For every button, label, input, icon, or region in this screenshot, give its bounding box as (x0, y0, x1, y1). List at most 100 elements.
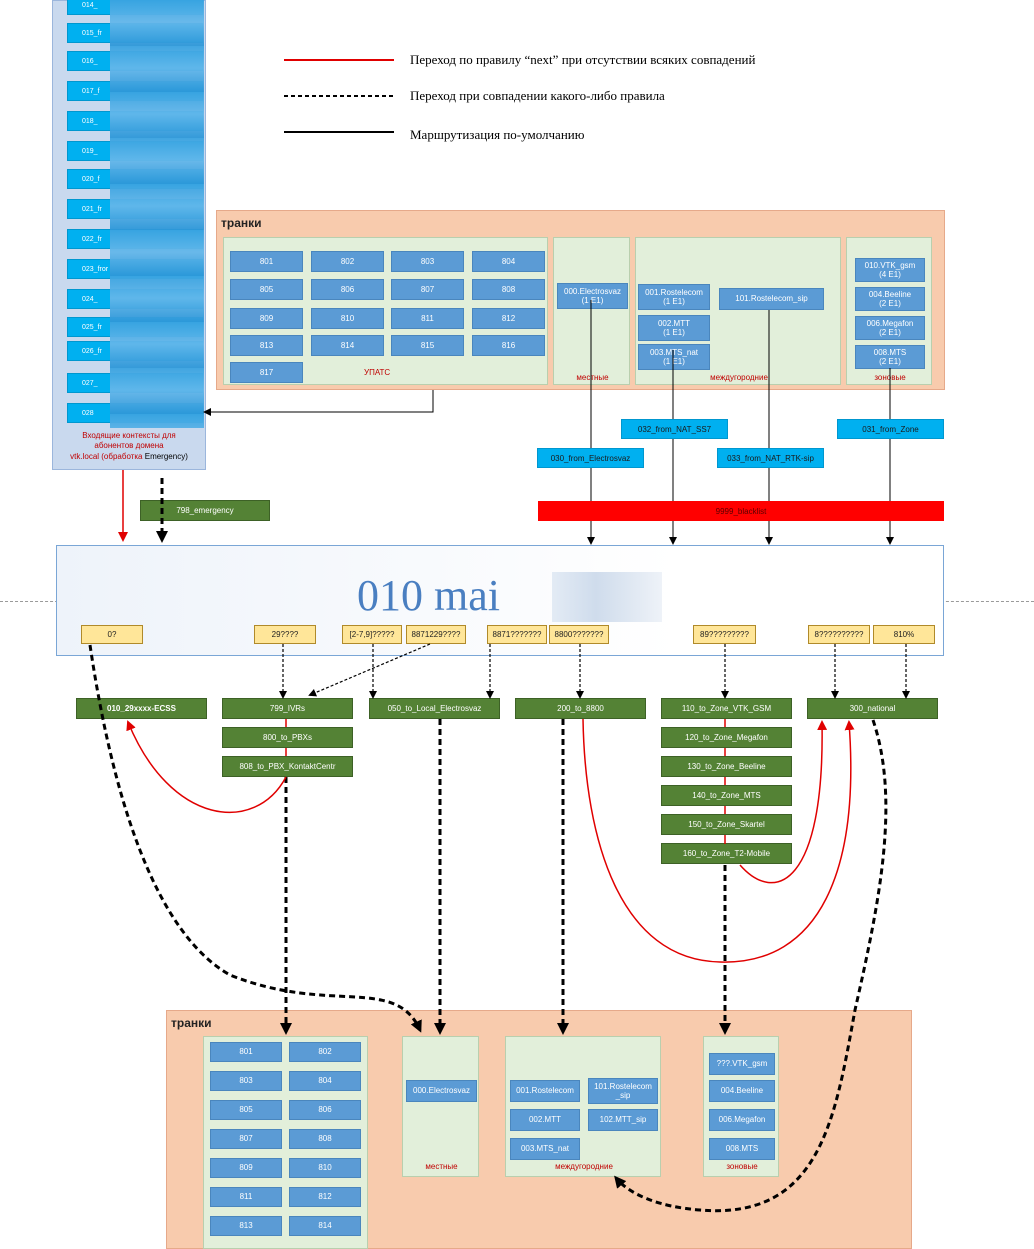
trunk-upats-810[interactable]: 810 (311, 308, 384, 329)
legend-default-label: Маршрутизация по-умолчанию (410, 127, 585, 142)
dialplan-pattern[interactable]: 89????????? (693, 625, 756, 644)
bottom-intercity-group: 001.Rostelecom 101.Rostelecom_sip 002.MT… (505, 1036, 661, 1177)
trunk-upats-807[interactable]: 807 (391, 279, 464, 300)
bottom-intercity-caption: междугородние (555, 1162, 613, 1171)
trunk-001-rostelecom[interactable]: 001.Rostelecom(1 E1) (638, 284, 710, 310)
top-upats-group: 801 802 803 804 805 806 807 808 809 810 811 812 813 8… (223, 237, 548, 385)
trunk-upats-bottom-805[interactable]: 805 (210, 1100, 282, 1120)
trunk-upats-815[interactable]: 815 (391, 335, 464, 356)
incoming-contexts-caption: Входящие контексты для абонентов домена … (70, 431, 188, 461)
route-799-ivrs[interactable]: 799_IVRs (222, 698, 353, 719)
trunk-upats-bottom-813[interactable]: 813 (210, 1216, 282, 1236)
dialplan-pattern[interactable]: 8871229???? (406, 625, 466, 644)
dialplan-pattern[interactable]: [2-7,9]????? (342, 625, 402, 644)
main-context-box: 010 mai 0? 29???? [2-7,9]?????8871229???? 8… (56, 545, 944, 656)
trunk-upats-bottom-809[interactable]: 809 (210, 1158, 282, 1178)
trunk-010-vtk-gsm[interactable]: 010.VTK_gsm(4 E1) (855, 258, 925, 282)
trunk-upats-bottom-810[interactable]: 810 (289, 1158, 361, 1178)
route-808-to-pbx-kontaktcentr[interactable]: 808_to_PBX_KontaktCentr (222, 756, 353, 777)
route-010-29xxxx-ecss[interactable]: 010_29xxxx-ECSS (76, 698, 207, 719)
top-local-caption: местные (576, 373, 609, 382)
trunk-102-mtt-sip-bottom[interactable]: 102.MTT_sip (588, 1109, 658, 1131)
dialplan-pattern[interactable]: 8?????????? (808, 625, 870, 644)
trunk-006-megafon-bottom[interactable]: 006.Megafon (709, 1109, 775, 1131)
trunk-upats-bottom-806[interactable]: 806 (289, 1100, 361, 1120)
context-032-from-nat-ss7[interactable]: 032_from_NAT_SS7 (621, 419, 728, 439)
route-zone[interactable]: 150_to_Zone_Skartel (661, 814, 792, 835)
trunk-upats-814[interactable]: 814 (311, 335, 384, 356)
trunk-upats-bottom-807[interactable]: 807 (210, 1129, 282, 1149)
route-zone[interactable]: 130_to_Zone_Beeline (661, 756, 792, 777)
trunk-002-mtt-bottom[interactable]: 002.MTT (510, 1109, 580, 1131)
bottom-zone-group: ???.VTK_gsm 004.Beeline 006.Megafon 008.… (703, 1036, 779, 1177)
route-zone[interactable]: 110_to_Zone_VTK_GSM (661, 698, 792, 719)
trunk-upats-801[interactable]: 801 (230, 251, 303, 272)
trunk-upats-812[interactable]: 812 (472, 308, 545, 329)
route-800-to-pbxs[interactable]: 800_to_PBXs (222, 727, 353, 748)
dialplan-pattern[interactable]: 29???? (254, 625, 316, 644)
trunk-upats-bottom-801[interactable]: 801 (210, 1042, 282, 1062)
trunk-upats-805[interactable]: 805 (230, 279, 303, 300)
top-intercity-caption: междугородние (710, 373, 768, 382)
dialplan-pattern[interactable]: 8800??????? (549, 625, 609, 644)
trunk-008-mts-bottom[interactable]: 008.MTS (709, 1138, 775, 1160)
trunk-101-rostelecom-sip-bottom[interactable]: 101.Rostelecom_sip (588, 1078, 658, 1104)
trunk-000-electrosvaz-bottom[interactable]: 000.Electrosvaz (406, 1080, 477, 1102)
trunk-upats-bottom-814[interactable]: 814 (289, 1216, 361, 1236)
trunk-upats-809[interactable]: 809 (230, 308, 303, 329)
trunk-upats-bottom-812[interactable]: 812 (289, 1187, 361, 1207)
trunk-upats-808[interactable]: 808 (472, 279, 545, 300)
bottom-upats-group: 801 802 803 804 805 806 807 808 809 810 811 812 813 8… (203, 1036, 368, 1249)
trunk-008-mts[interactable]: 008.MTS(2 E1) (855, 345, 925, 369)
trunk-004-beeline[interactable]: 004.Beeline(2 E1) (855, 287, 925, 311)
trunk-upats-bottom-804[interactable]: 804 (289, 1071, 361, 1091)
context-798-emergency[interactable]: 798_emergency (140, 500, 270, 521)
top-trunks-title: транки (221, 216, 262, 230)
pixelated-overlay (110, 0, 204, 428)
dialplan-pattern[interactable]: 810% (873, 625, 935, 644)
trunk-upats-802[interactable]: 802 (311, 251, 384, 272)
legend-next-label: Переход по правилу “next” при отсутствии… (410, 52, 756, 67)
bottom-zone-caption: зоновые (726, 1162, 758, 1171)
top-zone-group: 010.VTK_gsm(4 E1) 004.Beeline(2 E1) 006.… (846, 237, 932, 385)
route-050-to-local-electrosvaz[interactable]: 050_to_Local_Electrosvaz (369, 698, 500, 719)
blurred-title-overlay (552, 572, 662, 622)
route-zone[interactable]: 160_to_Zone_T2-Mobile (661, 843, 792, 864)
top-local-group: 000.Electrosvaz(1 E1) местные (553, 237, 630, 385)
trunk-000-electrosvaz[interactable]: 000.Electrosvaz(1 E1) (557, 283, 628, 309)
bottom-trunks-title: транки (171, 1016, 212, 1030)
dialplan-pattern[interactable]: 0? (81, 625, 143, 644)
trunk-upats-813[interactable]: 813 (230, 335, 303, 356)
route-zone[interactable]: 120_to_Zone_Megafon (661, 727, 792, 748)
route-200-to-8800[interactable]: 200_to_8800 (515, 698, 646, 719)
context-030-from-electrosvaz[interactable]: 030_from_Electrosvaz (537, 448, 644, 468)
trunk-003-mts-nat[interactable]: 003.MTS_nat(1 E1) (638, 344, 710, 370)
legend-match-label: Переход при совпадении какого-либо прави… (410, 88, 665, 103)
trunk-003-mts-nat-bottom[interactable]: 003.MTS_nat (510, 1138, 580, 1160)
route-300-national[interactable]: 300_national (807, 698, 938, 719)
top-zone-caption: зоновые (874, 373, 906, 382)
context-033-from-nat-rtk-sip[interactable]: 033_from_NAT_RTK-sip (717, 448, 824, 468)
context-031-from-zone[interactable]: 031_from_Zone (837, 419, 944, 439)
trunk-101-rostelecom-sip[interactable]: 101.Rostelecom_sip (719, 288, 824, 310)
trunk-upats-811[interactable]: 811 (391, 308, 464, 329)
top-intercity-group: 001.Rostelecom(1 E1) 002.MTT(1 E1) 003.M… (635, 237, 841, 385)
trunk-upats-806[interactable]: 806 (311, 279, 384, 300)
trunk-upats-bottom-803[interactable]: 803 (210, 1071, 282, 1091)
trunk-upats-803[interactable]: 803 (391, 251, 464, 272)
trunk-upats-bottom-811[interactable]: 811 (210, 1187, 282, 1207)
trunk-upats-816[interactable]: 816 (472, 335, 545, 356)
trunk-upats-804[interactable]: 804 (472, 251, 545, 272)
dialplan-pattern[interactable]: 8871??????? (487, 625, 547, 644)
route-zone[interactable]: 140_to_Zone_MTS (661, 785, 792, 806)
trunk-upats-bottom-802[interactable]: 802 (289, 1042, 361, 1062)
trunk-vtk-gsm-bottom[interactable]: ???.VTK_gsm (709, 1053, 775, 1075)
main-context-title: 010 mai (357, 571, 500, 620)
context-9999-blacklist[interactable]: 9999_blacklist (538, 501, 944, 521)
trunk-001-rostelecom-bottom[interactable]: 001.Rostelecom (510, 1080, 580, 1102)
trunk-upats-bottom-808[interactable]: 808 (289, 1129, 361, 1149)
trunk-002-mtt[interactable]: 002.MTT(1 E1) (638, 315, 710, 341)
trunk-004-beeline-bottom[interactable]: 004.Beeline (709, 1080, 775, 1102)
trunk-upats-817[interactable]: 817 (230, 362, 303, 383)
trunk-006-megafon[interactable]: 006.Megafon(2 E1) (855, 316, 925, 340)
